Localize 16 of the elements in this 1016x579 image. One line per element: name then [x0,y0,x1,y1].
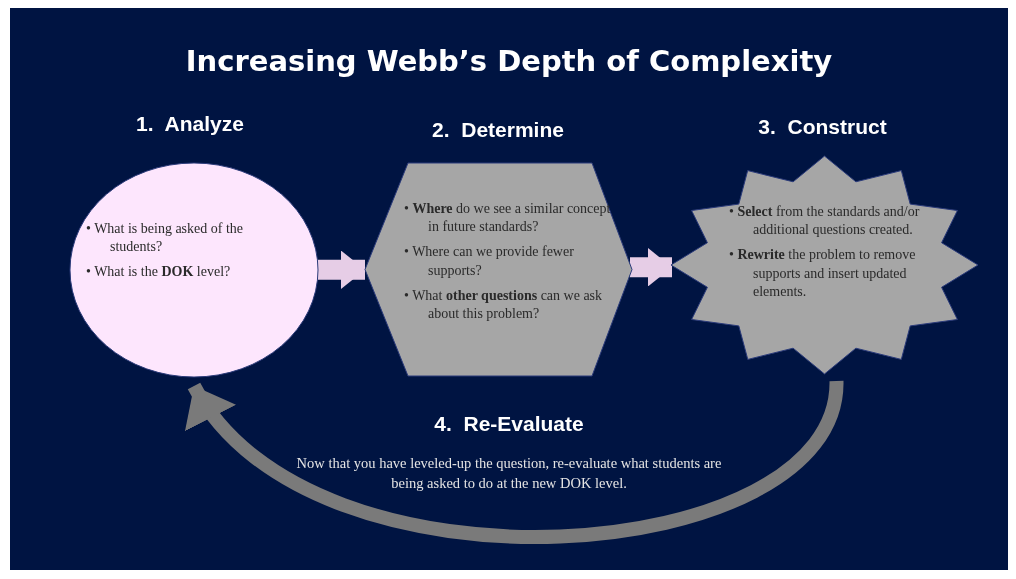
bullet-item: • Select from the standards and/or additional questions created. [729,203,921,240]
bullet-item: • Where do we see a similar concept in future standards? [404,200,612,237]
bullet-item: • Rewrite the problem to remove supports and insert updated elements. [729,246,917,301]
step-heading: 2. Determine [432,118,564,142]
step-heading: 4. Re-Evaluate [434,412,584,436]
bullet-item: • What other questions can we ask about this problem? [404,286,604,323]
bullet-item: • Where can we provide fewer supports? [404,243,575,280]
step-heading: 3. Construct [758,115,887,139]
block-arrow [630,248,672,287]
description-text: Now that you have leveled-up the question, re-evaluate what students are being asked to do at the new DOK level. [295,454,723,494]
bullet-item: • What is being asked of the students? [86,220,245,257]
step-heading: 1. Analyze [136,112,244,136]
bullet-item: • What is the DOK level? [86,263,232,282]
slide-title: Increasing Webb’s Depth of Complexity [184,44,834,78]
block-arrow [316,250,365,289]
curved-arrow [188,379,844,544]
